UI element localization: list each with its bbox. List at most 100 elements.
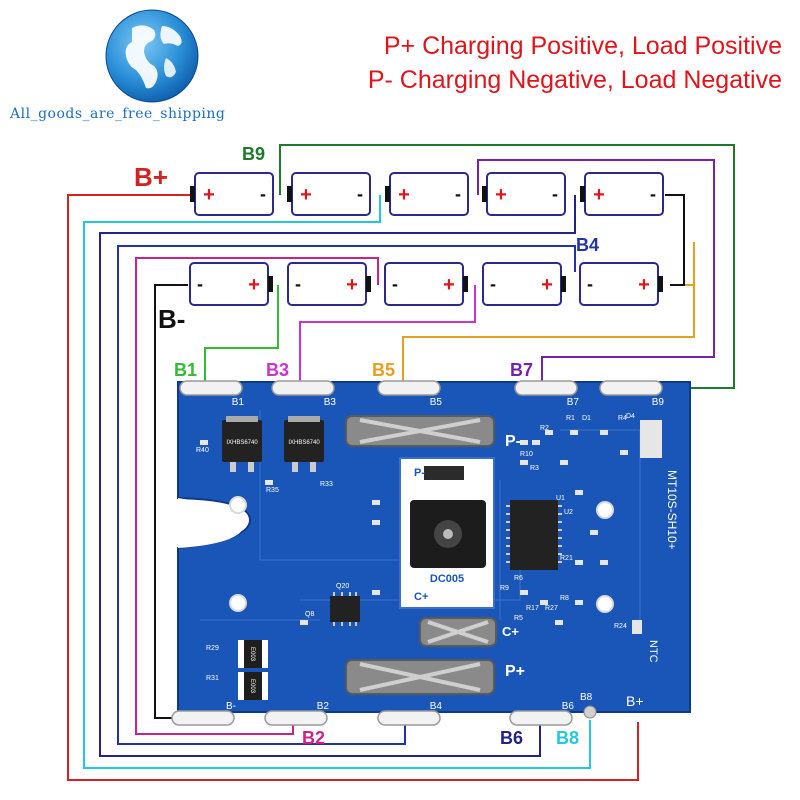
c-plus-silk-label: C+ bbox=[502, 624, 519, 639]
pad-bottom-b6: B6 bbox=[509, 701, 574, 726]
pad-bottom-b2: B2 bbox=[264, 701, 330, 726]
p-minus-inner-label: P- bbox=[414, 467, 425, 479]
shunt-resistor-2: E003 bbox=[238, 672, 268, 700]
battery-minus-mark: - bbox=[295, 274, 301, 294]
c-plus-inner-label: C+ bbox=[414, 591, 428, 603]
wire-b8 bbox=[83, 195, 591, 769]
pad-top-b7: B7 bbox=[514, 380, 580, 408]
p-plus-silk-label: P+ bbox=[505, 663, 525, 680]
wire-b6 bbox=[99, 195, 576, 757]
chip-mark: IXHBS6740 bbox=[226, 440, 258, 446]
pad-silk-label: B3 bbox=[324, 397, 337, 408]
battery-minus-mark: - bbox=[357, 184, 363, 204]
battery-cell-top-3: +- bbox=[385, 172, 469, 216]
smd-diode bbox=[640, 420, 662, 458]
pad-top-b9: B9 bbox=[599, 380, 665, 408]
battery-cell-bottom-5: +- bbox=[579, 262, 663, 306]
component-label: R35 bbox=[266, 487, 279, 494]
component-label: R31 bbox=[206, 675, 219, 682]
component-label: U2 bbox=[564, 509, 573, 516]
component-label: R40 bbox=[196, 447, 209, 454]
pad-silk-label: B9 bbox=[652, 397, 665, 408]
label-b4: B4 bbox=[576, 235, 599, 255]
chip-mark: IXHBS6740 bbox=[288, 440, 320, 446]
component-label: D4 bbox=[626, 413, 635, 420]
battery-cell-top-2: +- bbox=[287, 172, 371, 216]
battery-plus-mark: + bbox=[541, 274, 553, 296]
globe-logo-icon bbox=[105, 9, 199, 103]
label-b5: B5 bbox=[372, 360, 395, 380]
mosfet-2: IXHBS6740 bbox=[284, 416, 324, 472]
battery-plus-mark: + bbox=[638, 274, 650, 296]
wire-series-link bbox=[665, 194, 685, 286]
pad-top-b1: B1 bbox=[179, 380, 245, 408]
battery-cell-bottom-2: +- bbox=[287, 262, 371, 306]
battery-plus-mark: + bbox=[398, 184, 410, 206]
ntc-connector bbox=[632, 620, 642, 634]
p-minus-silk-label: P- bbox=[505, 433, 521, 450]
battery-minus-mark: - bbox=[490, 274, 496, 294]
battery-row-bottom: +-+-+-+-+- bbox=[189, 262, 663, 306]
label-b3: B3 bbox=[266, 360, 289, 380]
label-b9: B9 bbox=[242, 144, 265, 164]
component-label: Q8 bbox=[305, 611, 314, 618]
component-label: D1 bbox=[582, 415, 591, 422]
battery-plus-mark: + bbox=[443, 274, 455, 296]
wire-b5 bbox=[402, 242, 695, 388]
battery-plus-mark: + bbox=[248, 274, 260, 296]
battery-minus-mark: - bbox=[197, 274, 203, 294]
brand-watermark-text: All_goods_are_free_shipping bbox=[10, 106, 226, 122]
component-label: R9 bbox=[500, 585, 509, 592]
label-b8: B8 bbox=[556, 728, 579, 748]
battery-row-top: +-+-+-+-+- bbox=[190, 172, 664, 216]
pad-bottom-bminus: B- bbox=[171, 701, 236, 726]
pad-top-b5: B5 bbox=[377, 380, 443, 408]
balance-wires bbox=[67, 144, 735, 781]
component-label: R29 bbox=[206, 645, 219, 652]
label-b2: B2 bbox=[302, 728, 325, 748]
smd-components bbox=[200, 430, 628, 625]
battery-plus-mark: + bbox=[593, 184, 605, 206]
component-label: R17 bbox=[526, 605, 539, 612]
chip-mark: E003 bbox=[249, 647, 255, 662]
battery-cell-top-5: +- bbox=[580, 172, 664, 216]
label-b-minus: B- bbox=[158, 304, 185, 334]
battery-minus-mark: - bbox=[260, 184, 266, 204]
pad-silk-label: B2 bbox=[317, 701, 330, 712]
wire-b4 bbox=[117, 245, 576, 745]
battery-minus-mark: - bbox=[587, 274, 593, 294]
component-label: R33 bbox=[320, 481, 333, 488]
battery-minus-mark: - bbox=[455, 184, 461, 204]
wire-b9 bbox=[279, 144, 735, 389]
pad-silk-label: B- bbox=[226, 701, 236, 712]
pad-silk-label: B1 bbox=[232, 397, 245, 408]
battery-plus-mark: + bbox=[300, 184, 312, 206]
controller-ic bbox=[506, 500, 562, 570]
top-pads: B1 B3 B5 B7 B9 bbox=[179, 380, 665, 408]
dc-socket-label: DC005 bbox=[430, 573, 464, 585]
component-label: R2 bbox=[540, 425, 549, 432]
header-line-p-plus: P+ Charging Positive, Load Positive bbox=[383, 32, 782, 60]
battery-plus-mark: + bbox=[495, 184, 507, 206]
sop8-chip bbox=[330, 592, 360, 626]
battery-cell-top-1: +- bbox=[190, 172, 274, 216]
wire-b3 bbox=[299, 285, 476, 388]
battery-cell-top-4: +- bbox=[482, 172, 566, 216]
chip-mark: E003 bbox=[249, 679, 255, 694]
battery-plus-mark: + bbox=[346, 274, 358, 296]
label-b1: B1 bbox=[174, 360, 197, 380]
component-label: R10 bbox=[520, 451, 533, 458]
component-label: R6 bbox=[514, 575, 523, 582]
c-minus-tab bbox=[419, 617, 497, 647]
wire-b2 bbox=[135, 257, 379, 735]
pad-silk-label: B5 bbox=[430, 397, 443, 408]
component-label: R3 bbox=[530, 465, 539, 472]
component-label: R5 bbox=[514, 615, 523, 622]
pad-bottom-b8: B8 bbox=[580, 692, 593, 703]
pad-silk-label: B7 bbox=[567, 397, 580, 408]
pad-silk-label: B8 bbox=[580, 692, 593, 703]
label-b-plus: B+ bbox=[134, 162, 168, 192]
